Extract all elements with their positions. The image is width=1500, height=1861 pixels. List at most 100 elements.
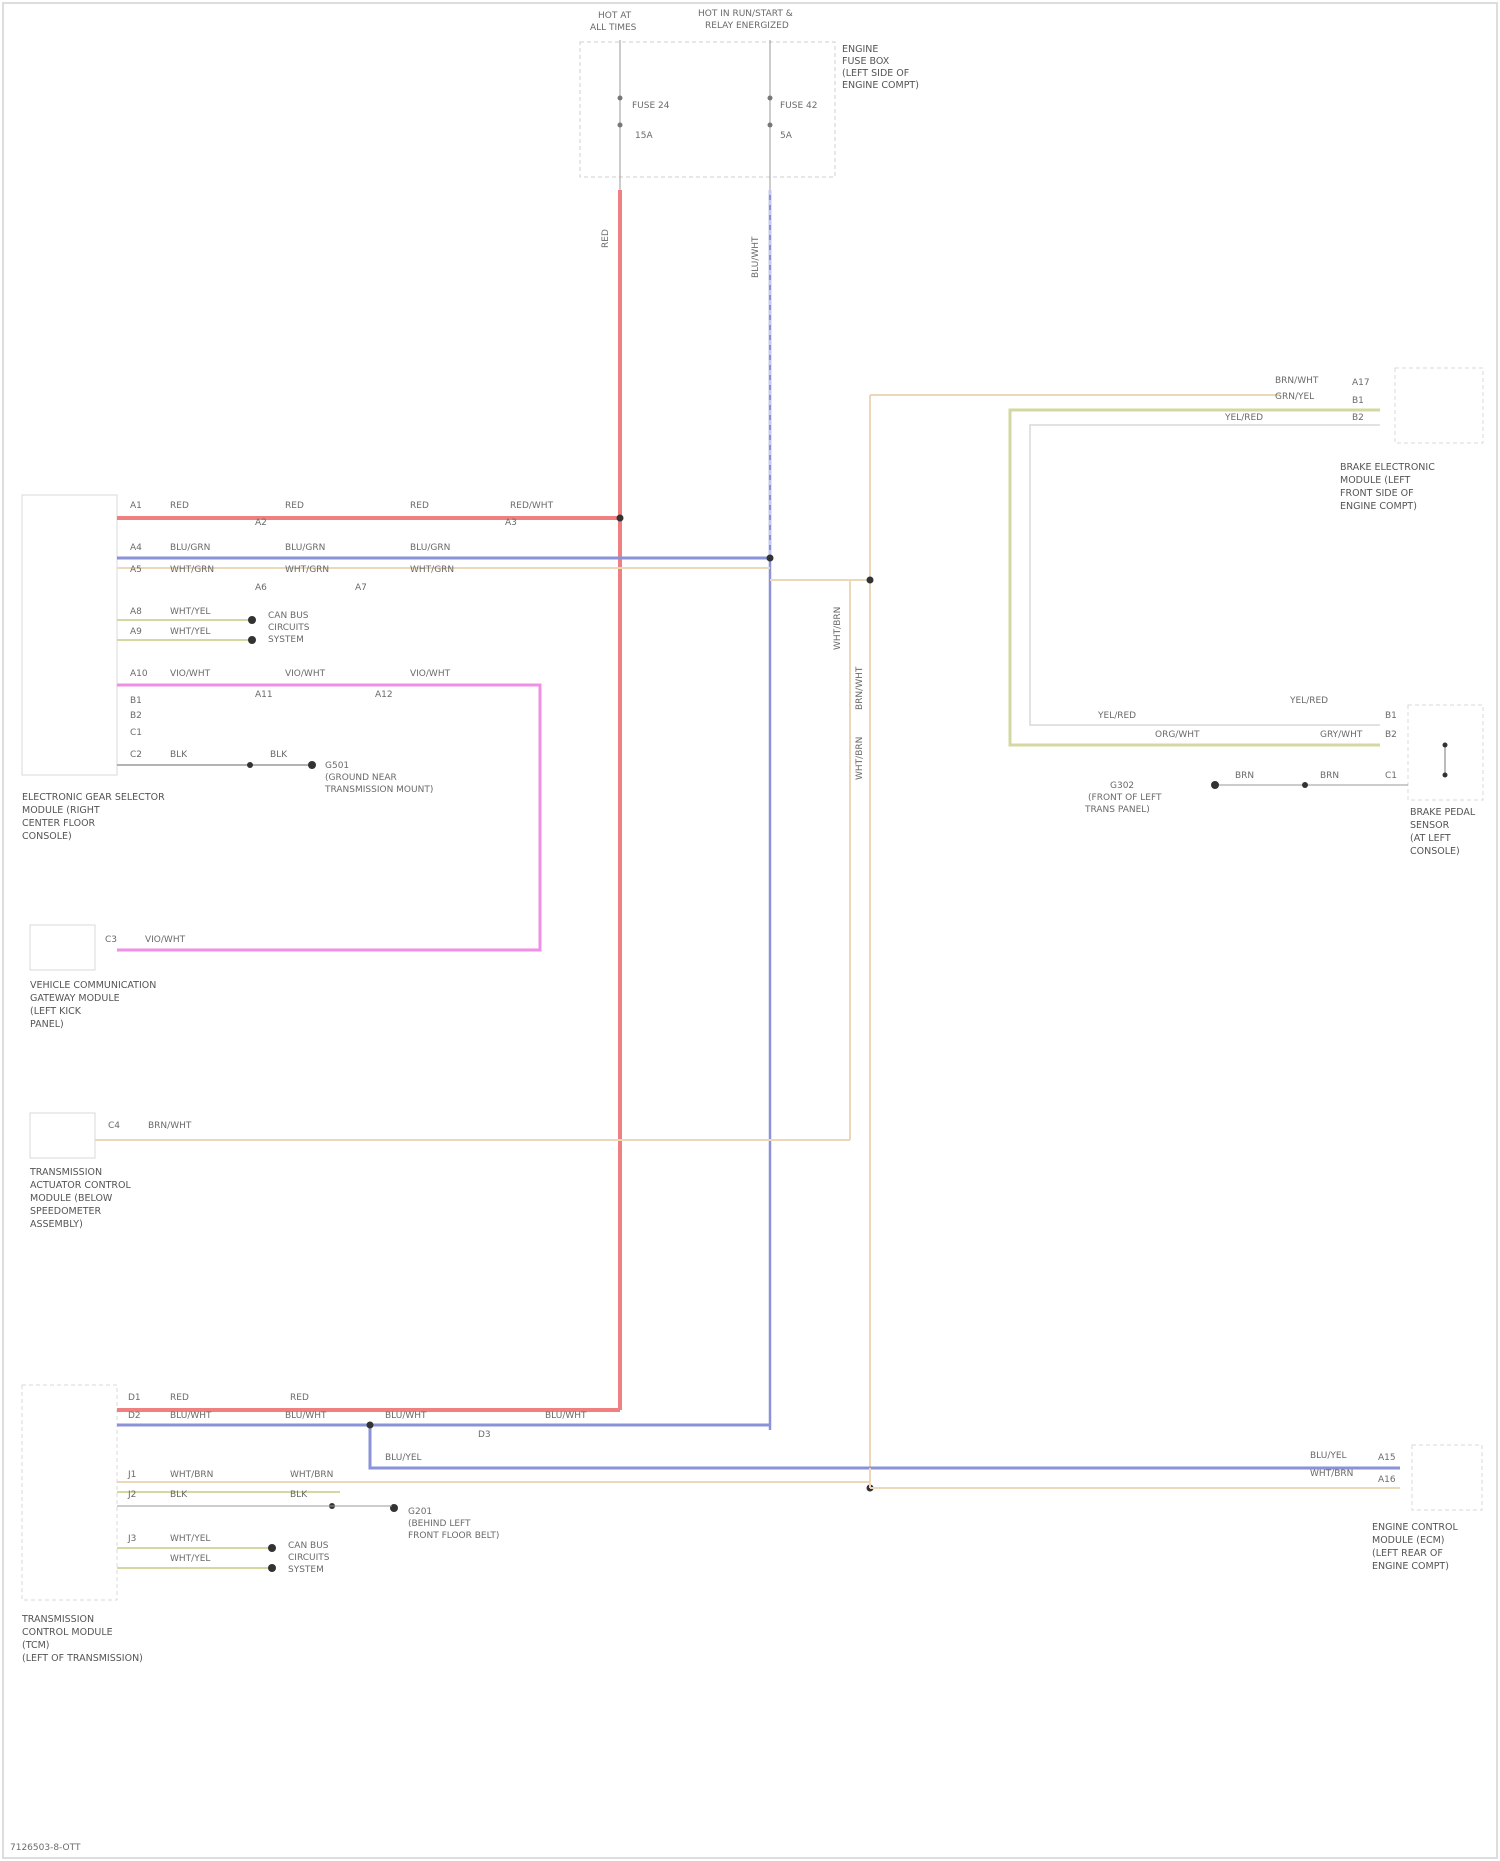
wire-blu-3: BLU/GRN <box>410 543 450 553</box>
vcg-label-4: PANEL) <box>30 1019 64 1030</box>
wire-wht-grn-2: WHT/GRN <box>285 565 329 575</box>
canbus-1-line3: SYSTEM <box>268 635 304 645</box>
bem-label-4: ENGINE COMPT) <box>1340 501 1417 512</box>
vehicle-comm-gateway: C3 VIO/WHT VEHICLE COMMUNICATION GATEWAY… <box>30 925 186 1030</box>
wire-org-wht-1: ORG/WHT <box>1155 730 1200 740</box>
pin-b1-sensor: B1 <box>1385 711 1397 721</box>
pin-a12: A12 <box>375 690 393 700</box>
ground-1-line2: (GROUND NEAR <box>325 773 397 783</box>
pin-d1: D1 <box>128 1393 141 1403</box>
wire-brn-1: BRN <box>1235 771 1254 781</box>
wire-wht-brn-3: WHT/BRN <box>1310 1469 1353 1479</box>
wire-yel-red-2: YEL/RED <box>1097 711 1136 721</box>
pin-b2-right: B2 <box>1352 413 1364 423</box>
tcm-label-1: TRANSMISSION <box>21 1614 94 1625</box>
wire-red-4: RED <box>170 1393 189 1403</box>
wire-blu-1: BLU/GRN <box>170 543 210 553</box>
pin-c4: C4 <box>108 1121 120 1131</box>
ground-1-line1: G501 <box>325 761 349 771</box>
wire-brn-wht-1: BRN/WHT <box>148 1121 192 1131</box>
wire-grn-yel-1: GRN/YEL <box>1275 392 1314 402</box>
pin-a5: A5 <box>130 565 142 575</box>
fuse-right-label: FUSE 42 <box>780 101 817 111</box>
wire-blu-yel-2: BLU/YEL <box>1310 1451 1347 1461</box>
canbus-2-line2: CIRCUITS <box>288 1553 330 1563</box>
pin-a9: A9 <box>130 627 142 637</box>
wire-brn-wht-2: BRN/WHT <box>1275 376 1319 386</box>
tcm-label-3: (TCM) <box>22 1640 50 1651</box>
pin-j1: J1 <box>127 1470 136 1480</box>
wire-blk-3: BLK <box>170 1490 188 1500</box>
wire-wht-yel-4: WHT/YEL <box>170 1554 210 1564</box>
pin-d2: D2 <box>128 1411 141 1421</box>
wire-yel-red-1: YEL/RED <box>1224 413 1263 423</box>
tam-label-1: TRANSMISSION <box>29 1167 102 1178</box>
fuse-box-label-2: FUSE BOX <box>842 56 890 67</box>
bem-label-1: BRAKE ELECTRONIC <box>1340 462 1435 473</box>
canbus-1-line2: CIRCUITS <box>268 623 310 633</box>
hot-label-left-1: HOT AT <box>598 11 632 21</box>
wire-wht-yel-3: WHT/YEL <box>170 1534 210 1544</box>
tam-label-4: SPEEDOMETER <box>30 1206 102 1217</box>
pin-a4: A4 <box>130 543 142 553</box>
fuse-right-rating: 5A <box>780 131 793 141</box>
wire-vio-wht-1: VIO/WHT <box>170 669 211 679</box>
gear-selector-label-3: CENTER FLOOR <box>22 818 96 829</box>
pin-b2: B2 <box>130 711 142 721</box>
tan-wire-label-3: WHT/BRN <box>855 737 865 780</box>
gear-selector-label-2: MODULE (RIGHT <box>22 805 100 816</box>
wire-blu-wht-2: BLU/WHT <box>285 1411 327 1421</box>
pin-a11: A11 <box>255 690 273 700</box>
brake-pedal-sensor: YEL/RED ORG/WHT YEL/RED GRY/WHT B1 B2 BR… <box>1084 696 1483 857</box>
wire-blk-2: BLK <box>270 750 288 760</box>
engine-fuse-box: HOT AT ALL TIMES HOT IN RUN/START & RELA… <box>580 9 919 190</box>
ground-2-line3: FRONT FLOOR BELT) <box>408 1531 499 1541</box>
bps-label-2: SENSOR <box>1410 820 1450 831</box>
transmission-control-module: TRANSMISSION CONTROL MODULE (TCM) (LEFT … <box>21 1385 1400 1664</box>
wire-wht-yel-2: WHT/YEL <box>170 627 210 637</box>
wire-red-1: RED <box>170 501 189 511</box>
wire-vio-wht-4: VIO/WHT <box>145 935 186 945</box>
wire-yel-red-3: YEL/RED <box>1289 696 1328 706</box>
ground-2-line2: (BEHIND LEFT <box>408 1519 471 1529</box>
engine-control-module: BLU/YEL WHT/BRN A15 A16 ENGINE CONTROL M… <box>1310 1445 1482 1572</box>
ground-3-line1: G302 <box>1110 781 1134 791</box>
gear-selector-pink-wire <box>117 685 540 950</box>
wire-red-2: RED <box>285 501 304 511</box>
wire-wht-brn-2: WHT/BRN <box>290 1470 333 1480</box>
wire-blu-yel-1: BLU/YEL <box>385 1453 422 1463</box>
wire-red-wht: RED/WHT <box>510 501 554 511</box>
vcg-label-1: VEHICLE COMMUNICATION <box>30 980 156 991</box>
pin-b2-sensor: B2 <box>1385 730 1397 740</box>
transmission-actuator-module: C4 BRN/WHT TRANSMISSION ACTUATOR CONTROL… <box>29 1113 850 1230</box>
bps-label-1: BRAKE PEDAL <box>1410 807 1476 818</box>
pin-j2: J2 <box>127 1490 136 1500</box>
blue-wire-label: BLU/WHT <box>751 236 761 278</box>
wire-gry-wht-1: GRY/WHT <box>1320 730 1363 740</box>
vcg-label-2: GATEWAY MODULE <box>30 993 120 1004</box>
ecm-label-1: ENGINE CONTROL <box>1372 1522 1458 1533</box>
wire-red-5: RED <box>290 1393 309 1403</box>
pin-d3: D3 <box>478 1430 491 1440</box>
pin-a8: A8 <box>130 607 142 617</box>
pin-b1: B1 <box>130 696 142 706</box>
tcm-label-4: (LEFT OF TRANSMISSION) <box>22 1653 143 1664</box>
hot-label-left-2: ALL TIMES <box>590 23 637 33</box>
ground-1-line3: TRANSMISSION MOUNT) <box>324 785 433 795</box>
fuse-box-label-4: ENGINE COMPT) <box>842 80 919 91</box>
pin-a16: A16 <box>1378 1475 1396 1485</box>
wire-vio-wht-2: VIO/WHT <box>285 669 326 679</box>
gear-selector-label-4: CONSOLE) <box>22 831 72 842</box>
ecm-label-4: ENGINE COMPT) <box>1372 1561 1449 1572</box>
pin-c1-sensor: C1 <box>1385 771 1397 781</box>
ground-3-line2: (FRONT OF LEFT <box>1088 793 1162 803</box>
gear-selector-label-1: ELECTRONIC GEAR SELECTOR <box>22 792 165 803</box>
ecm-label-3: (LEFT REAR OF <box>1372 1548 1443 1559</box>
brake-electronic-module: BRN/WHT GRN/YEL YEL/RED A17 B1 B2 BRAKE … <box>1010 368 1483 745</box>
tan-wire-label-2: BRN/WHT <box>855 666 865 710</box>
hot-label-right-1: HOT IN RUN/START & <box>698 9 793 19</box>
pin-a7: A7 <box>355 583 367 593</box>
pin-a3: A3 <box>505 518 517 528</box>
vcg-label-3: (LEFT KICK <box>30 1006 82 1017</box>
tcm-label-2: CONTROL MODULE <box>22 1627 113 1638</box>
